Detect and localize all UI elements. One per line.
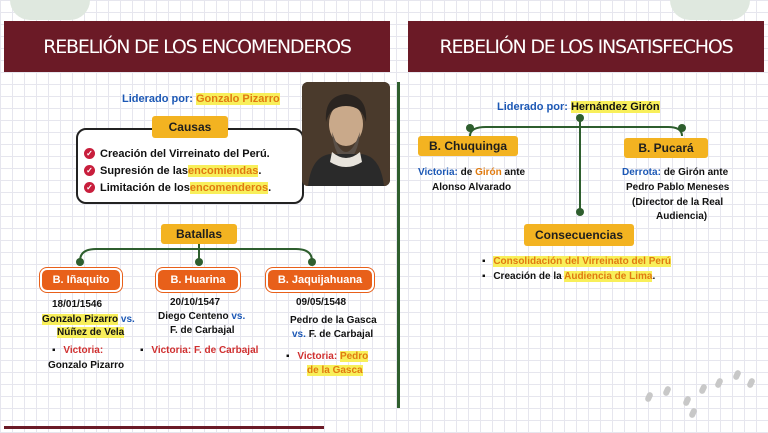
battle-name: B. Chuquinga bbox=[429, 139, 507, 153]
result-label: Victoria: bbox=[151, 345, 192, 356]
battle-pucara-box: B. Pucará bbox=[624, 138, 708, 158]
cause-item: ✓ Limitación de los encomenderos. bbox=[84, 179, 302, 196]
result-text-end: ante bbox=[504, 167, 526, 178]
opponent-a: Gonzalo Pizarro bbox=[42, 314, 119, 325]
top-right-decoration bbox=[670, 0, 750, 20]
result-name: Girón bbox=[475, 167, 502, 178]
battle-name: B. Pucará bbox=[638, 141, 694, 155]
causes-label: Causas bbox=[152, 116, 228, 138]
pucara-result: Derrota: de Girón ante bbox=[622, 166, 728, 179]
pucara-opponent: Pedro Pablo Meneses bbox=[626, 182, 730, 193]
battle-chuquinga-box: B. Chuquinga bbox=[418, 136, 518, 156]
result-text: de bbox=[460, 167, 473, 178]
consequences-label: Consecuencias bbox=[524, 224, 634, 246]
result-value: F. de Carbajal bbox=[193, 345, 259, 356]
cause-text: Creación del Virreinato del Perú. bbox=[100, 147, 270, 160]
battle-date: 09/05/1548 bbox=[296, 297, 347, 308]
right-leader-prefix: Liderado por: bbox=[497, 101, 568, 113]
cause-text: Supresión de las bbox=[100, 164, 189, 177]
battle-date: 18/01/1546 bbox=[52, 299, 103, 310]
cause-highlight: encomiendas bbox=[188, 164, 259, 177]
vs-word: vs. bbox=[231, 311, 246, 322]
cause-highlight: encomenderos bbox=[189, 181, 269, 194]
left-title-text: REBELIÓN DE LOS ENCOMENDEROS bbox=[43, 35, 352, 58]
battle-result-value-2: de la Gasca bbox=[307, 364, 363, 377]
chuquinga-result: Victoria: de Girón ante bbox=[418, 166, 525, 179]
cause-item: ✓ Supresión de las encomiendas. bbox=[84, 162, 302, 179]
check-circle-icon: ✓ bbox=[84, 165, 95, 176]
panel-divider bbox=[397, 82, 400, 408]
result-value: de la Gasca bbox=[307, 365, 363, 376]
result-label: Derrota: bbox=[622, 167, 661, 178]
cause-text: Limitación de los bbox=[100, 181, 190, 194]
battle-date: 20/10/1547 bbox=[170, 297, 221, 308]
battle-name: B. Iñaquito bbox=[52, 274, 110, 286]
battle-huarina-box: B. Huarina bbox=[158, 270, 238, 290]
battle-result: Victoria: bbox=[52, 344, 103, 357]
battle-opponent-b: Núñez de Vela bbox=[57, 326, 125, 339]
consequence-text-end: . bbox=[652, 271, 656, 282]
battles-label-text: Batallas bbox=[175, 227, 223, 241]
check-circle-icon: ✓ bbox=[84, 182, 95, 193]
battle-opponents: Diego Centeno vs. bbox=[158, 310, 245, 323]
consequence-text: Creación de la bbox=[493, 271, 565, 282]
consequence-item: Creación de la Audiencia de Lima. bbox=[482, 270, 655, 283]
left-title: REBELIÓN DE LOS ENCOMENDEROS bbox=[4, 21, 390, 72]
vs-word: vs. bbox=[120, 314, 135, 325]
battle-result: Victoria: F. de Carbajal bbox=[140, 344, 258, 357]
portrait-icon bbox=[302, 82, 390, 186]
battle-opponent-b: F. de Carbajal bbox=[170, 325, 235, 336]
left-leader-name: Gonzalo Pizarro bbox=[195, 93, 280, 105]
result-label: Victoria: bbox=[63, 345, 104, 356]
cause-text-end: . bbox=[268, 181, 272, 194]
bottom-accent-line bbox=[4, 426, 324, 429]
cause-text-end: . bbox=[258, 164, 262, 177]
consequence-highlight: Consolidación del Virreinato del Perú bbox=[493, 256, 671, 267]
result-text: de Girón ante bbox=[663, 167, 729, 178]
left-leader: Liderado por: Gonzalo Pizarro bbox=[122, 93, 280, 106]
battles-label: Batallas bbox=[161, 224, 237, 244]
causes-label-text: Causas bbox=[168, 120, 212, 134]
chuquinga-opponent: Alonso Alvarado bbox=[432, 182, 512, 193]
right-title: REBELIÓN DE LOS INSATISFECHOS bbox=[408, 21, 764, 72]
cause-item: ✓ Creación del Virreinato del Perú. bbox=[84, 145, 302, 162]
consequence-item: Consolidación del Virreinato del Perú bbox=[482, 255, 671, 268]
battle-name: B. Huarina bbox=[170, 274, 226, 286]
battle-result: Victoria: Pedro bbox=[286, 350, 369, 363]
pucara-note: (Director de la Real bbox=[632, 197, 724, 208]
battle-inaquito-box: B. Iñaquito bbox=[42, 270, 120, 290]
battle-opponents: Gonzalo Pizarro vs. bbox=[42, 313, 135, 326]
opponent-b: F. de Carbajal bbox=[308, 329, 374, 340]
pucara-note-2: Audiencia) bbox=[656, 211, 708, 222]
result-label: Victoria: bbox=[297, 351, 338, 362]
battle-jaquijahuana-box: B. Jaquijahuana bbox=[268, 270, 372, 290]
causes-box: ✓ Creación del Virreinato del Perú. ✓ Su… bbox=[76, 128, 304, 204]
top-left-decoration bbox=[10, 0, 90, 20]
right-leader-name: Hernández Girón bbox=[570, 101, 660, 113]
consequence-highlight: Audiencia de Lima bbox=[564, 271, 653, 282]
vs-word: vs. bbox=[292, 329, 306, 340]
consequences-label-text: Consecuencias bbox=[534, 228, 624, 242]
battle-opponents: vs. F. de Carbajal bbox=[292, 328, 373, 341]
portrait-image bbox=[302, 82, 390, 186]
battle-result-value: Gonzalo Pizarro bbox=[48, 360, 125, 371]
battle-name: B. Jaquijahuana bbox=[277, 274, 363, 286]
left-leader-prefix: Liderado por: bbox=[122, 93, 193, 105]
result-value: Pedro bbox=[339, 351, 369, 362]
result-label: Victoria: bbox=[418, 167, 458, 178]
right-title-text: REBELIÓN DE LOS INSATISFECHOS bbox=[439, 35, 733, 58]
right-leader: Liderado por: Hernández Girón bbox=[497, 101, 660, 114]
battle-opponent-a: Pedro de la Gasca bbox=[290, 315, 377, 326]
check-circle-icon: ✓ bbox=[84, 148, 95, 159]
opponent-a: Diego Centeno bbox=[158, 311, 229, 322]
opponent-b: Núñez de Vela bbox=[57, 327, 125, 338]
